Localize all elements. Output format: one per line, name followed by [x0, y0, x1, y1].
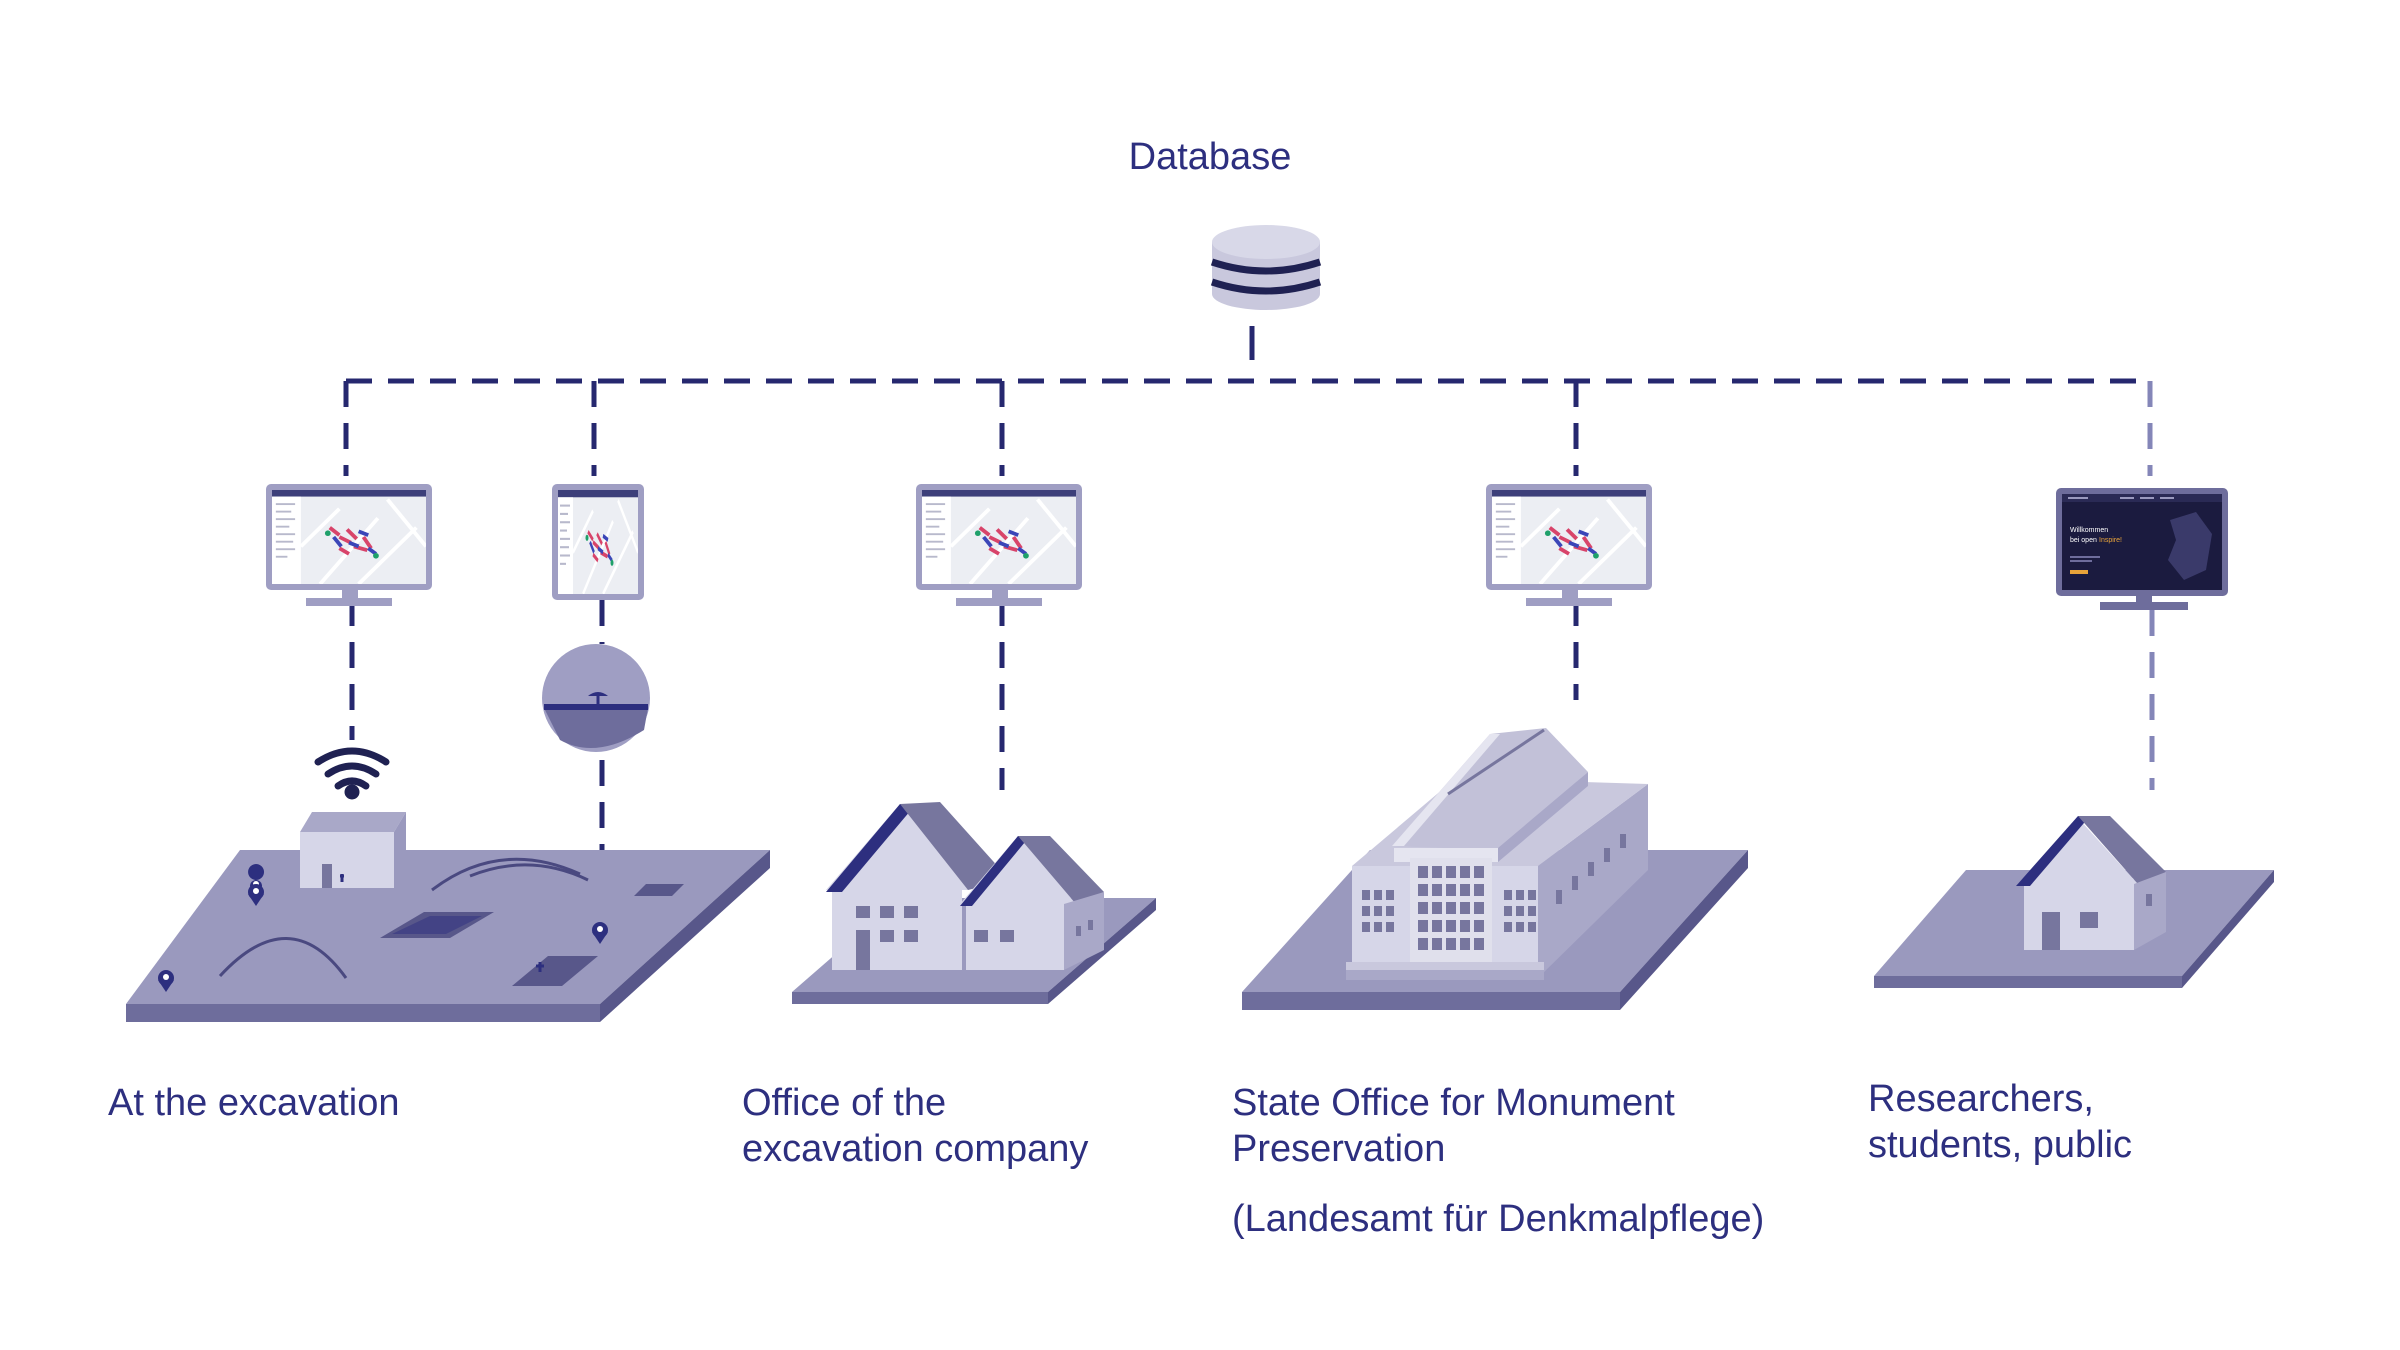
state-office-label-line1: State Office for Monument [1232, 1082, 1675, 1124]
database-label-text: Database [1128, 136, 1292, 178]
state-office-label: State Office for Monument Preservation [1232, 1080, 1675, 1172]
public-screen-welcome-1: Willkommen [2070, 527, 2108, 534]
public-label-line2: students, public [1868, 1124, 2133, 1166]
wifi-icon [314, 747, 390, 800]
public-label: Researchers, students, public [1868, 1076, 2132, 1168]
public-label-line1: Researchers, [1868, 1078, 2094, 1120]
database-label: Database [0, 134, 2400, 180]
public-screen-welcome-2: bei open [2070, 537, 2097, 544]
connector-lines [343, 326, 2155, 900]
state-office-subtitle: (Landesamt für Denkmalpflege) [1232, 1196, 1764, 1242]
public-house-illustration [1874, 816, 2274, 988]
office-label-line2: excavation company [742, 1128, 1089, 1170]
office-label: Office of the excavation company [742, 1080, 1088, 1172]
excavation-label: At the excavation [108, 1080, 400, 1126]
public-screen-welcome-accent: Inspire! [2099, 537, 2122, 544]
tablet-icon [552, 484, 644, 600]
office-building-illustration [792, 802, 1156, 1004]
office-monitor-icon [916, 484, 1082, 606]
public-monitor-icon: Willkommen bei open Inspire! [2056, 488, 2228, 610]
excavation-site-illustration [126, 812, 770, 1022]
database-icon [1210, 225, 1322, 310]
excavation-monitor-icon [266, 484, 432, 606]
excavation-label-text: At the excavation [108, 1082, 400, 1124]
office-label-line1: Office of the [742, 1082, 947, 1124]
state-office-label-line2: Preservation [1232, 1128, 1446, 1170]
state-office-building-illustration [1242, 728, 1748, 1010]
gps-antenna-icon [542, 644, 650, 752]
state-office-subtitle-text: (Landesamt für Denkmalpflege) [1232, 1198, 1765, 1240]
state-office-monitor-icon [1486, 484, 1652, 606]
